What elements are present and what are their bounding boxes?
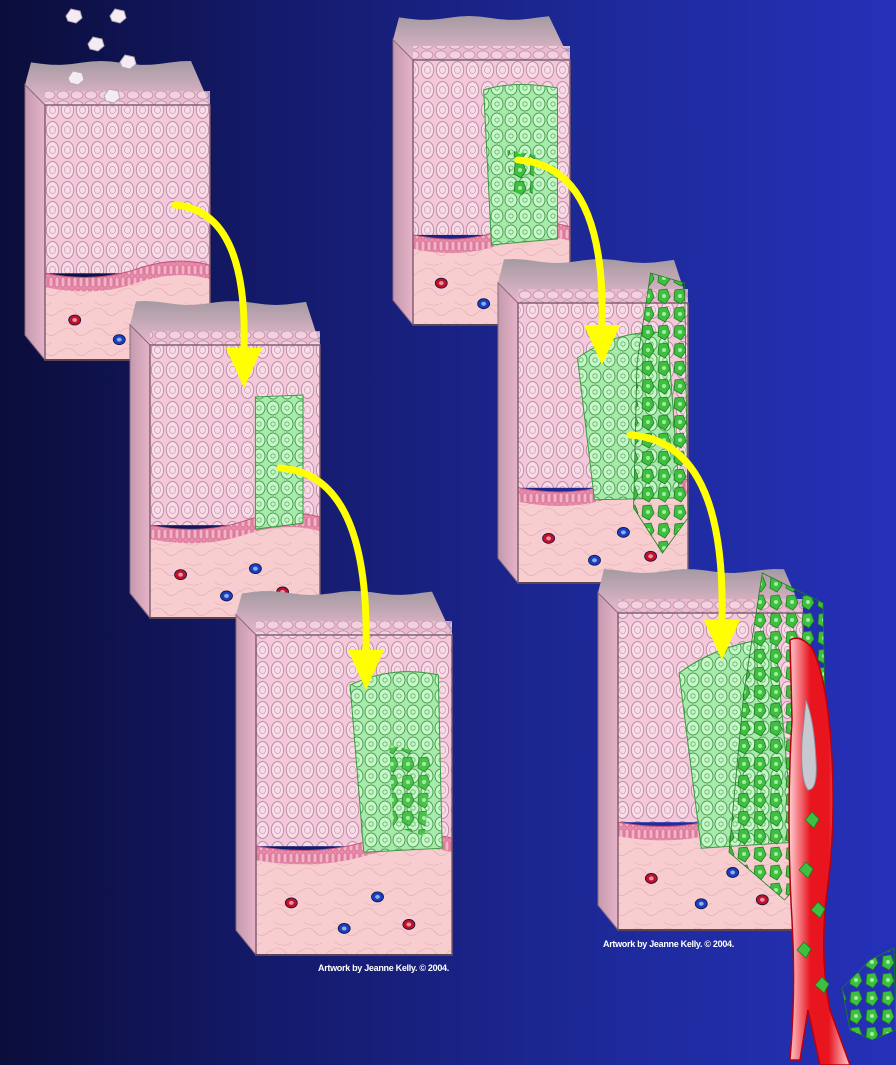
side-face [498, 283, 518, 583]
epithelium [45, 105, 210, 273]
stage-2-early-block [130, 301, 320, 618]
stage-5-invading-block [498, 259, 688, 583]
side-face [598, 593, 618, 930]
abnormal-cell-cluster [255, 395, 303, 529]
white-blood-cell-highlight [592, 558, 597, 562]
white-blood-cell-highlight [699, 902, 704, 906]
red-blood-cell-highlight [649, 876, 654, 880]
red-blood-cell-highlight [406, 922, 411, 926]
metastatic-cells [842, 948, 896, 1040]
white-blood-cell-highlight [224, 594, 229, 598]
side-face [236, 615, 256, 955]
white-blood-cell-highlight [481, 302, 486, 306]
blood-vessel [789, 638, 850, 1065]
artwork-credit-right: Artwork by Jeanne Kelly. © 2004. [603, 939, 734, 949]
white-blood-cell-highlight [117, 338, 122, 342]
vessel-wall [789, 638, 850, 1065]
white-blood-cell-highlight [342, 926, 347, 930]
side-face [25, 85, 45, 360]
red-blood-cell-highlight [178, 573, 183, 577]
side-face [393, 40, 413, 325]
white-blood-cell-highlight [375, 895, 380, 899]
metastatic-cell-cluster [842, 948, 896, 1040]
toxin-particle [66, 9, 82, 23]
white-blood-cell-highlight [253, 567, 258, 571]
red-blood-cell-highlight [760, 898, 765, 902]
artwork-credit-left: Artwork by Jeanne Kelly. © 2004. [318, 963, 449, 973]
white-blood-cell-highlight [730, 870, 735, 874]
side-face [130, 325, 150, 618]
red-blood-cell-highlight [72, 318, 77, 322]
stage-3-growing-block [236, 591, 452, 955]
red-blood-cell-highlight [439, 281, 444, 285]
red-blood-cell-highlight [546, 536, 551, 540]
white-blood-cell-highlight [621, 530, 626, 534]
red-blood-cell-highlight [289, 901, 294, 905]
toxin-particle [88, 37, 104, 51]
toxin-particle [110, 9, 126, 23]
red-blood-cell-highlight [648, 554, 653, 558]
